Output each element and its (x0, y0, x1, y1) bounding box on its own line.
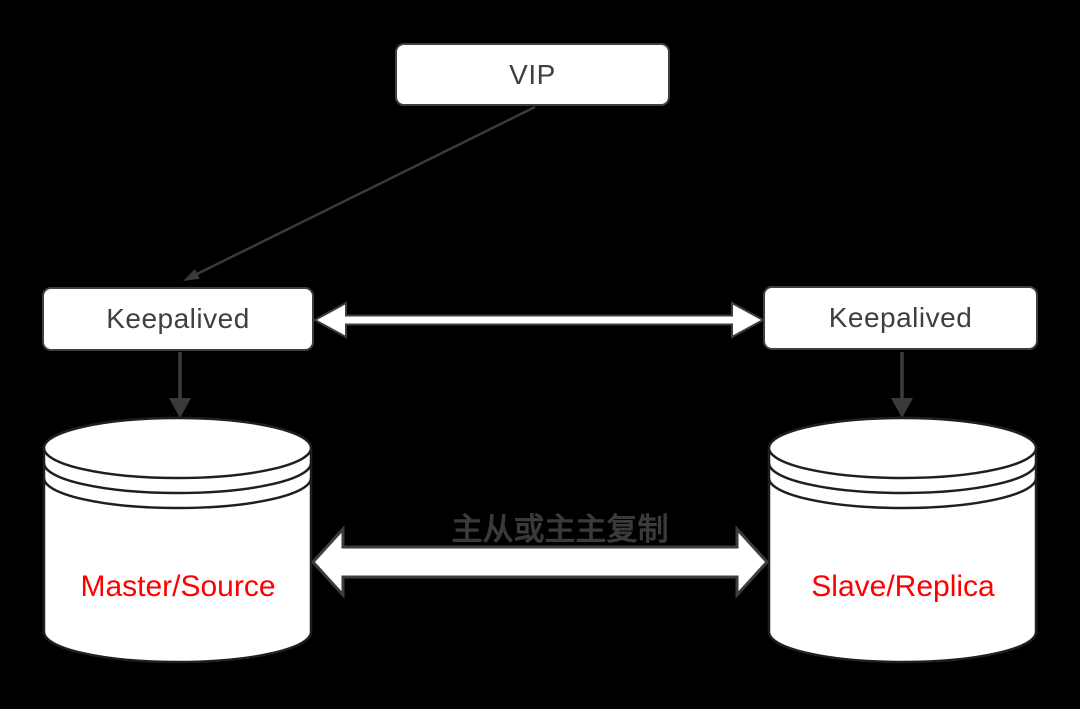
node-vip: VIP (395, 43, 670, 106)
node-keepalived-left-label: Keepalived (106, 303, 250, 334)
master-db-label: Master/Source (80, 570, 276, 603)
node-vip-label: VIP (509, 58, 556, 90)
keepalived-sync-double-arrow (312, 301, 766, 339)
slave-db-label: Slave/Replica (811, 570, 995, 603)
arrow-keepalived-to-master (169, 352, 191, 418)
node-keepalived-right: Keepalived (763, 286, 1038, 350)
arrow-vip-to-keepalived (183, 105, 536, 281)
node-keepalived-right-label: Keepalived (828, 302, 973, 333)
replication-double-arrow (310, 525, 770, 599)
slave-db-cylinder (767, 416, 1038, 664)
master-db-cylinder (42, 416, 313, 664)
arrow-keepalived-to-slave (891, 352, 913, 418)
node-keepalived-left: Keepalived (42, 287, 314, 351)
replication-label: 主从或主主复制 (451, 512, 669, 547)
